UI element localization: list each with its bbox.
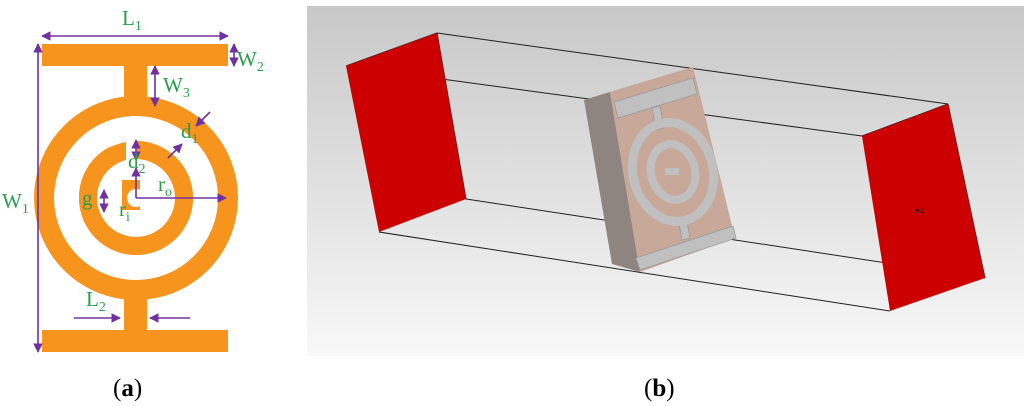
dim-d1b (167, 143, 183, 159)
resonator-inner-ring (646, 140, 700, 204)
inner-ring-body (79, 141, 193, 255)
label-ro: ro (158, 172, 172, 200)
caption-a: (a) (113, 375, 142, 402)
panel-b-simulation-model: 2 (307, 6, 1024, 356)
panel-a-resonator-diagram: L1 W2 W3 d1 d2 ro g ri W1 L2 (2, 6, 264, 353)
bottom-bar (42, 330, 228, 352)
label-d2: d2 (128, 149, 146, 177)
caption-b: (b) (644, 375, 675, 402)
inner-ring-tail (79, 142, 126, 198)
label-W2: W2 (237, 47, 264, 75)
label-ri: ri (119, 197, 130, 225)
resonator-inner-gap-arm (665, 168, 679, 175)
port-1 (346, 33, 466, 232)
resonator-top-bar (613, 77, 698, 119)
port-2 (862, 104, 985, 311)
resonator-3d (613, 77, 737, 271)
label-W1: W1 (2, 189, 29, 217)
outer-ring (34, 96, 238, 300)
port-2-label: 2 (913, 207, 926, 215)
label-L1: L1 (122, 6, 142, 34)
top-bar (42, 44, 228, 66)
resonator-outer-ring (627, 118, 719, 226)
label-W3: W3 (163, 73, 190, 101)
resonator-bottom-bar (635, 225, 737, 271)
substrate-side (584, 92, 640, 272)
dim-d1 (195, 111, 211, 127)
dimension-lines (33, 31, 239, 353)
label-L2: L2 (86, 287, 106, 315)
label-d1: d1 (181, 119, 199, 147)
label-g: g (82, 186, 93, 210)
